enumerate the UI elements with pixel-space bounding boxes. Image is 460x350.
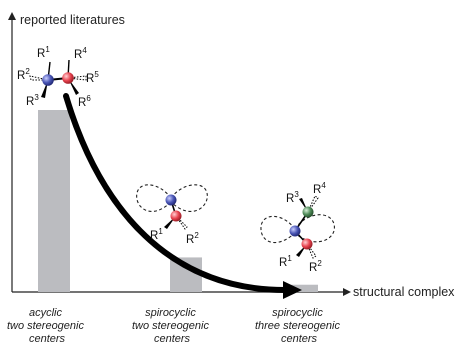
label-r2: R2 <box>186 231 199 246</box>
y-axis-label: reported literatures <box>20 13 125 27</box>
ring-right <box>294 214 335 243</box>
atom-red <box>301 238 313 250</box>
atom-blue <box>289 225 301 237</box>
trend-arrow-head <box>283 281 302 299</box>
category-label-spiro-three: spirocyclic three stereogenic centers <box>255 307 343 345</box>
x-axis-label: structural complex <box>353 285 455 299</box>
atom-green <box>302 206 314 218</box>
atom-blue <box>42 74 54 86</box>
label-r2: R2 <box>17 67 30 82</box>
label-r1: R1 <box>37 45 50 60</box>
atom-red <box>170 210 182 222</box>
bar-spiro-three <box>286 284 318 292</box>
label-r3: R3 <box>26 93 39 108</box>
ring-right <box>170 184 208 212</box>
atom-red <box>62 72 74 84</box>
trend-arrow <box>63 93 302 299</box>
label-r2: R2 <box>309 259 322 274</box>
ring-left <box>260 215 296 244</box>
label-r5: R5 <box>86 70 99 85</box>
label-r4: R4 <box>74 46 87 61</box>
bars <box>38 110 318 292</box>
molecule-spiro-three: R3 R4 R1 R2 <box>260 181 335 274</box>
category-labels: acyclic two stereogenic centers spirocyc… <box>7 307 343 345</box>
category-label-spiro-two: spirocyclic two stereogenic centers <box>132 307 212 345</box>
atom-blue <box>165 194 177 206</box>
molecule-spiro-two: R1 R2 <box>136 184 208 246</box>
label-r1: R1 <box>279 254 292 269</box>
label-r3: R3 <box>286 190 299 205</box>
bar-acyclic <box>38 110 70 292</box>
label-r1: R1 <box>150 227 163 242</box>
label-r6: R6 <box>78 94 91 109</box>
molecule-acyclic: R1 R2 R3 R4 R5 R6 <box>17 45 99 109</box>
trend-arrow-curve <box>63 93 288 293</box>
category-label-acyclic: acyclic two stereogenic centers <box>7 307 87 345</box>
ring-left <box>136 184 172 212</box>
label-r4: R4 <box>313 181 326 196</box>
